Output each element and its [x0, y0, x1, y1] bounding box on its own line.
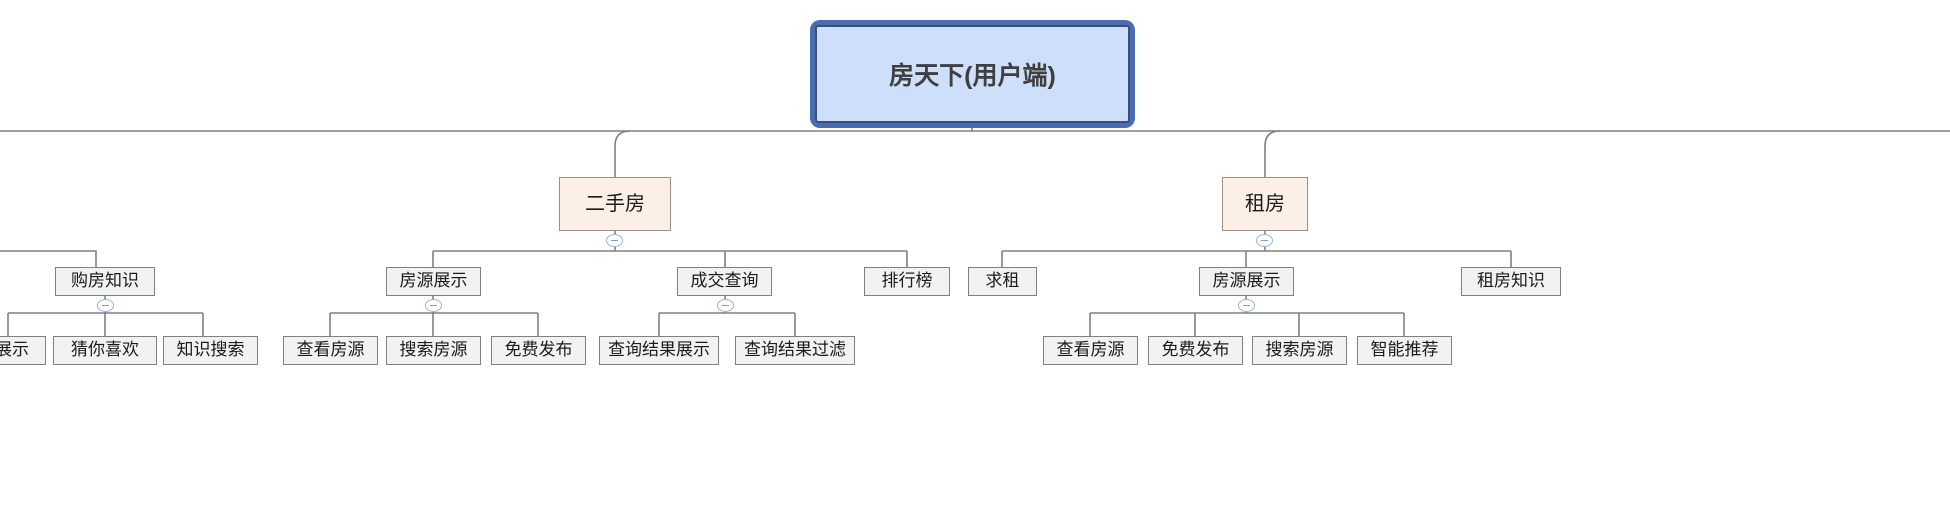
leaf-node-label: 搜索房源 [399, 340, 468, 360]
collapse-minus-icon [722, 305, 729, 306]
leaf-node-label: 查看房源 [296, 340, 365, 360]
node-paihangbang[interactable]: 排行榜 [864, 267, 950, 296]
node-qiuzu[interactable]: 求租 [968, 267, 1037, 296]
node-label: 租房知识 [1477, 271, 1545, 291]
collapse-toggle-goufangzhishi[interactable] [97, 299, 114, 312]
node-goufangzhishi[interactable]: 购房知识 [55, 267, 155, 296]
category-node-label: 租房 [1245, 193, 1285, 215]
root-node[interactable]: 房天下(用户端) [810, 20, 1135, 128]
leaf-node-label: 查询结果过滤 [744, 340, 846, 360]
leaf-node-zhishisousuo[interactable]: 知识搜索 [163, 336, 258, 365]
leaf-node-label: 知识搜索 [176, 340, 245, 360]
leaf-node-zhanshi[interactable]: 展示 [0, 336, 46, 365]
category-node-ershoufang[interactable]: 二手房 [559, 177, 671, 231]
node-label: 排行榜 [881, 271, 933, 291]
leaf-node-sousuofangyuan-zufang[interactable]: 搜索房源 [1252, 336, 1347, 365]
leaf-node-label: 免费发布 [1161, 340, 1230, 360]
collapse-toggle-fangyuanzhanshi-zufang[interactable] [1238, 299, 1255, 312]
leaf-node-label: 猜你喜欢 [71, 340, 139, 360]
leaf-node-label: 免费发布 [504, 340, 573, 360]
leaf-node-label: 查询结果展示 [608, 340, 710, 360]
node-label: 成交查询 [690, 271, 759, 291]
collapse-toggle-ershoufang[interactable] [606, 234, 623, 247]
leaf-node-zhinengtuijian[interactable]: 智能推荐 [1357, 336, 1452, 365]
collapse-minus-icon [611, 240, 618, 241]
leaf-node-mianfeifabu-ershoufang[interactable]: 免费发布 [491, 336, 586, 365]
collapse-toggle-chengjiaochaxun[interactable] [717, 299, 734, 312]
leaf-node-label: 展示 [0, 340, 29, 360]
collapse-toggle-zufang[interactable] [1256, 234, 1273, 247]
collapse-minus-icon [1261, 240, 1268, 241]
node-label: 房源展示 [399, 271, 468, 291]
collapse-toggle-fangyuanzhanshi-ershoufang[interactable] [425, 299, 442, 312]
leaf-node-sousuofangyuan-ershoufang[interactable]: 搜索房源 [386, 336, 481, 365]
leaf-node-label: 查看房源 [1056, 340, 1125, 360]
node-label: 购房知识 [71, 271, 139, 291]
node-label: 房源展示 [1212, 271, 1281, 291]
node-fangyuanzhanshi-ershoufang[interactable]: 房源展示 [386, 267, 481, 296]
collapse-minus-icon [1243, 305, 1250, 306]
node-zufangzhishi[interactable]: 租房知识 [1461, 267, 1561, 296]
leaf-node-chakanfangyuan-zufang[interactable]: 查看房源 [1043, 336, 1138, 365]
collapse-minus-icon [430, 305, 437, 306]
category-node-zufang[interactable]: 租房 [1222, 177, 1308, 231]
collapse-minus-icon [102, 305, 109, 306]
category-node-label: 二手房 [585, 193, 645, 215]
node-chengjiaochaxun[interactable]: 成交查询 [677, 267, 772, 296]
node-label: 求租 [985, 271, 1020, 291]
leaf-node-cainixihuan[interactable]: 猜你喜欢 [53, 336, 157, 365]
leaf-node-mianfeifabu-zufang[interactable]: 免费发布 [1148, 336, 1243, 365]
root-node-label: 房天下(用户端) [815, 25, 1130, 123]
leaf-node-chaxunjieguoguolv[interactable]: 查询结果过滤 [735, 336, 855, 365]
leaf-node-label: 搜索房源 [1265, 340, 1334, 360]
leaf-node-chakanfangyuan-ershoufang[interactable]: 查看房源 [283, 336, 378, 365]
leaf-node-label: 智能推荐 [1370, 340, 1439, 360]
leaf-node-chaxunjieguozhanshi[interactable]: 查询结果展示 [599, 336, 719, 365]
node-fangyuanzhanshi-zufang[interactable]: 房源展示 [1199, 267, 1294, 296]
